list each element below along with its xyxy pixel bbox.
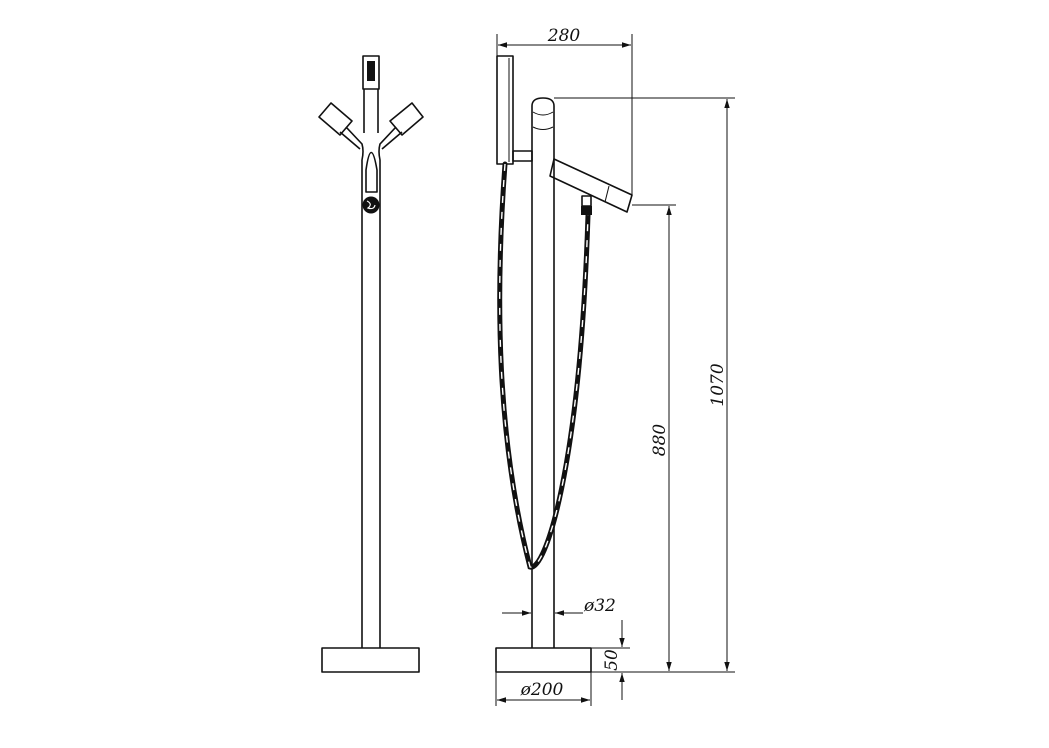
- front-view: [318, 55, 424, 673]
- front-right-handle: [389, 102, 424, 136]
- shower-hose: [497, 161, 591, 570]
- side-spout: [549, 158, 633, 213]
- side-handshower-holder: [512, 150, 533, 162]
- side-base: [495, 647, 592, 673]
- dim-total-height: 1070: [708, 363, 728, 406]
- front-diverter-knob: [362, 196, 380, 214]
- front-base: [321, 647, 420, 673]
- dim-base-diameter: ø200: [520, 680, 564, 700]
- side-handshower: [496, 55, 514, 165]
- front-left-handle: [318, 102, 353, 136]
- side-view: [495, 55, 633, 673]
- dim-base-height: 50: [602, 649, 622, 671]
- dim-top-width: 280: [547, 26, 581, 46]
- dim-pipe-diameter: ø32: [583, 596, 616, 616]
- dimension-labels: 280 1070 880 ø32 50 ø200: [520, 26, 728, 700]
- dim-spout-height: 880: [650, 424, 670, 457]
- front-handshower-head: [362, 55, 380, 90]
- side-column: [531, 97, 555, 648]
- dimension-lines: [495, 34, 735, 706]
